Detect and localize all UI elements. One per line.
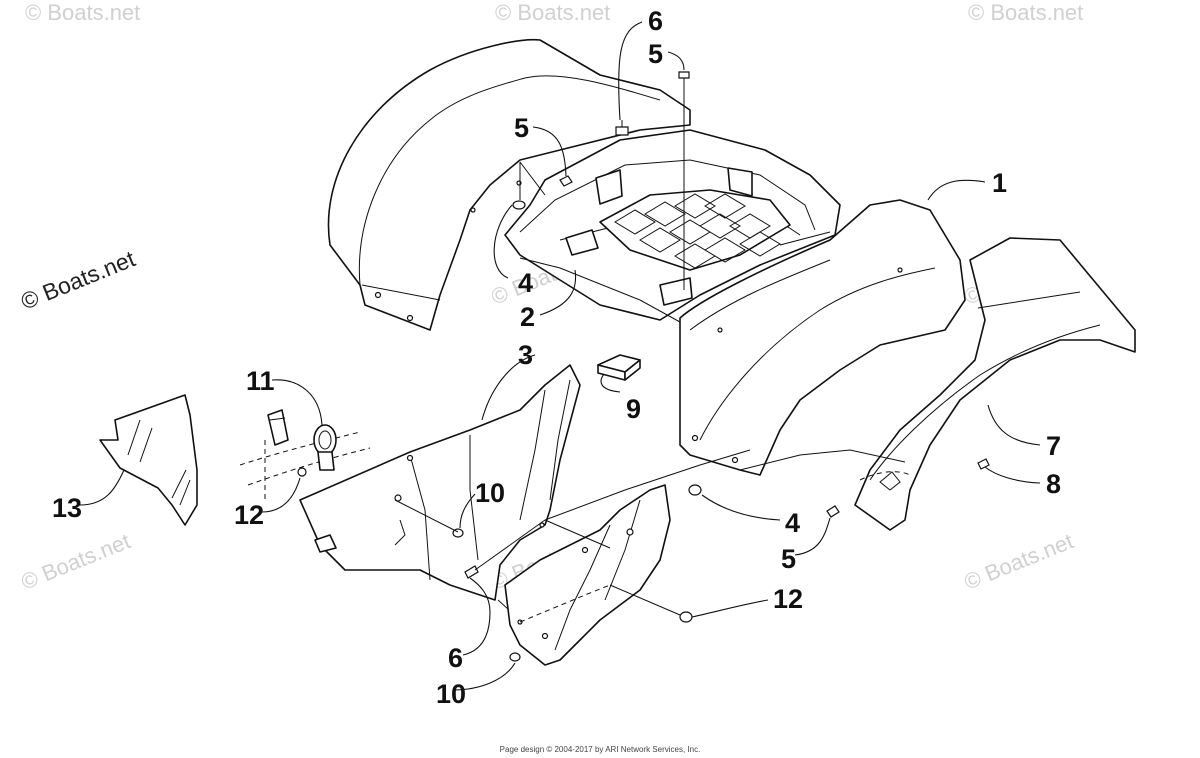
- callout-8: 8: [1046, 469, 1061, 499]
- leader-lines: [79, 21, 1041, 691]
- callout-7: 7: [1046, 431, 1061, 461]
- callout-1: 1: [992, 168, 1007, 198]
- hardware: [297, 71, 990, 662]
- watermark: © Boats.net: [25, 0, 140, 25]
- rear-fender-right: [679, 199, 966, 476]
- callout-4: 4: [518, 268, 533, 298]
- callout-5: 5: [514, 113, 529, 143]
- watermark: © Boats.net: [961, 528, 1077, 594]
- watermark-side: © Boats.net: [17, 245, 139, 314]
- watermark: © Boats.net: [495, 0, 610, 25]
- callout-10: 10: [475, 478, 505, 508]
- fender-flare: [854, 237, 1136, 531]
- bracket: [597, 354, 641, 381]
- callout-5: 5: [781, 544, 796, 574]
- diamond-mesh: [614, 193, 781, 269]
- callout-2: 2: [520, 302, 535, 332]
- callout-13: 13: [52, 493, 82, 523]
- shield-panel: [99, 394, 198, 526]
- callout-3: 3: [518, 340, 533, 370]
- callout-5: 5: [648, 39, 663, 69]
- callouts: 1 2 3 4 4 5 5 5 6 6 7 8 9 10 10 11 12 12…: [52, 6, 1061, 709]
- callout-6: 6: [448, 643, 463, 673]
- callout-12: 12: [773, 584, 803, 614]
- clamp: [239, 409, 371, 500]
- rack-tray: [504, 129, 841, 331]
- footer-copyright: Page design © 2004-2017 by ARI Network S…: [499, 745, 701, 754]
- callout-12: 12: [234, 500, 264, 530]
- rear-fender-left: [327, 38, 691, 331]
- mud-flap: [504, 484, 671, 666]
- callout-6: 6: [648, 6, 663, 36]
- callout-11: 11: [246, 366, 275, 396]
- watermark: © Boats.net: [968, 0, 1083, 25]
- callout-9: 9: [626, 394, 641, 424]
- callout-10: 10: [436, 679, 466, 709]
- callout-4: 4: [785, 508, 800, 538]
- floor-outline: [544, 449, 906, 549]
- watermark: © Boats.net: [18, 528, 134, 594]
